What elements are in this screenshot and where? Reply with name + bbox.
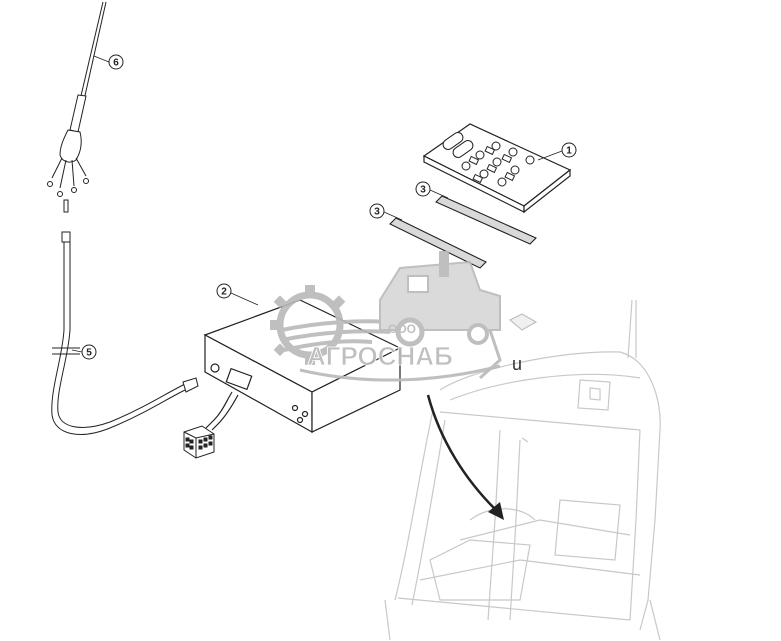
callout-3a: 3 xyxy=(415,181,431,197)
install-arrow xyxy=(426,394,504,520)
wiring-connector xyxy=(183,425,215,459)
callout-label: 1 xyxy=(566,146,572,157)
callout-label: 5 xyxy=(86,348,92,359)
antenna-cable xyxy=(51,231,199,435)
callout-1: 1 xyxy=(561,142,577,158)
adhesive-strips xyxy=(389,195,538,331)
callout-5: 5 xyxy=(81,344,97,360)
callout-2: 2 xyxy=(216,283,232,299)
cab-outline xyxy=(384,299,661,641)
remote-control xyxy=(422,123,572,214)
combine-harvester-icon xyxy=(379,251,501,347)
watermark-swoosh xyxy=(299,329,502,382)
callout-label: 3 xyxy=(374,207,380,218)
callout-6: 6 xyxy=(108,54,124,70)
callout-label: 3 xyxy=(420,185,426,196)
watermark-company-name: АГРОСНАБ xyxy=(307,341,453,371)
callout-label: 6 xyxy=(113,58,119,69)
watermark-logo: ООО АГРОСНАБ xyxy=(270,251,502,382)
callout-3b: 3 xyxy=(369,203,385,219)
antenna xyxy=(47,1,107,213)
gear-teeth xyxy=(270,285,346,365)
watermark-prefix: ООО xyxy=(388,322,416,336)
leader-lines xyxy=(71,55,563,353)
stray-glyph: u xyxy=(512,354,522,374)
callout-label: 2 xyxy=(221,287,227,298)
